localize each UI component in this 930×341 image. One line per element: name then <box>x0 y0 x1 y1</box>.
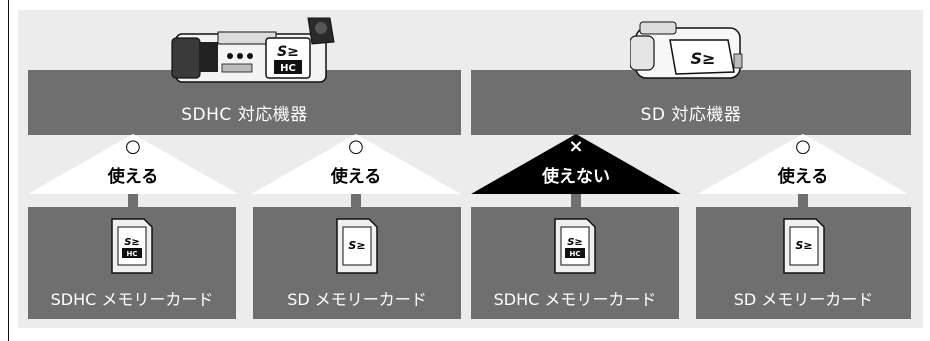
circle-symbol: ○ <box>125 136 141 157</box>
card-label: SD メモリーカード <box>733 290 874 309</box>
card-box-4: S≥ SD メモリーカード <box>696 207 911 319</box>
camcorder-sd-icon: S≥ <box>630 21 743 79</box>
circle-symbol: ○ <box>795 136 811 157</box>
svg-text:S≥: S≥ <box>567 237 583 248</box>
svg-text:S≥: S≥ <box>795 239 812 252</box>
sd-device-bar: SD 対応機器 <box>471 70 911 135</box>
connector <box>798 194 808 208</box>
sdhc-card-icon: S≥ HC <box>554 218 596 274</box>
connector <box>571 194 581 208</box>
case-3-status: × 使えない <box>471 134 681 194</box>
cross-symbol: × <box>568 136 584 157</box>
status-text: 使える <box>777 167 829 187</box>
card-label: SD メモリーカード <box>287 290 427 309</box>
svg-text:HC: HC <box>570 250 581 258</box>
case-4-status: ○ 使える <box>698 134 908 194</box>
card-box-1: S≥ HC SDHC メモリーカード <box>28 207 236 319</box>
status-text: 使える <box>107 167 159 187</box>
usable-triangle <box>28 134 238 194</box>
case-2-status: ○ 使える <box>251 134 461 194</box>
compatibility-panel: SDHC 対応機器 SD 対応機器 S≥ HC S≥ ○ 使える <box>18 10 923 328</box>
sd-card-icon: S≥ <box>782 218 825 274</box>
unusable-triangle <box>471 134 681 194</box>
svg-text:S≥: S≥ <box>277 44 299 60</box>
sdhc-device-label: SDHC 対応機器 <box>181 105 308 125</box>
circle-symbol: ○ <box>348 136 364 157</box>
card-label: SDHC メモリーカード <box>493 290 657 309</box>
card-box-2: S≥ SD メモリーカード <box>253 207 461 319</box>
svg-text:S≥: S≥ <box>124 237 140 248</box>
left-border-line <box>8 0 9 341</box>
svg-text:S≥: S≥ <box>348 239 365 252</box>
status-text: 使えない <box>542 167 610 187</box>
camcorder-sdhc-icon: S≥ HC <box>171 17 335 83</box>
status-text: 使える <box>330 167 382 187</box>
connector <box>128 194 138 208</box>
card-box-3: S≥ HC SDHC メモリーカード <box>471 207 679 319</box>
usable-triangle <box>251 134 461 194</box>
svg-text:S≥: S≥ <box>691 49 716 68</box>
usable-triangle <box>698 134 908 194</box>
connector <box>351 194 361 208</box>
case-1-status: ○ 使える <box>28 134 238 194</box>
sdhc-card-icon: S≥ HC <box>111 218 153 274</box>
svg-text:HC: HC <box>280 63 296 74</box>
sd-device-label: SD 対応機器 <box>640 105 742 125</box>
card-label: SDHC メモリーカード <box>50 290 214 309</box>
sd-card-icon: S≥ <box>336 218 378 274</box>
svg-text:HC: HC <box>127 250 138 258</box>
